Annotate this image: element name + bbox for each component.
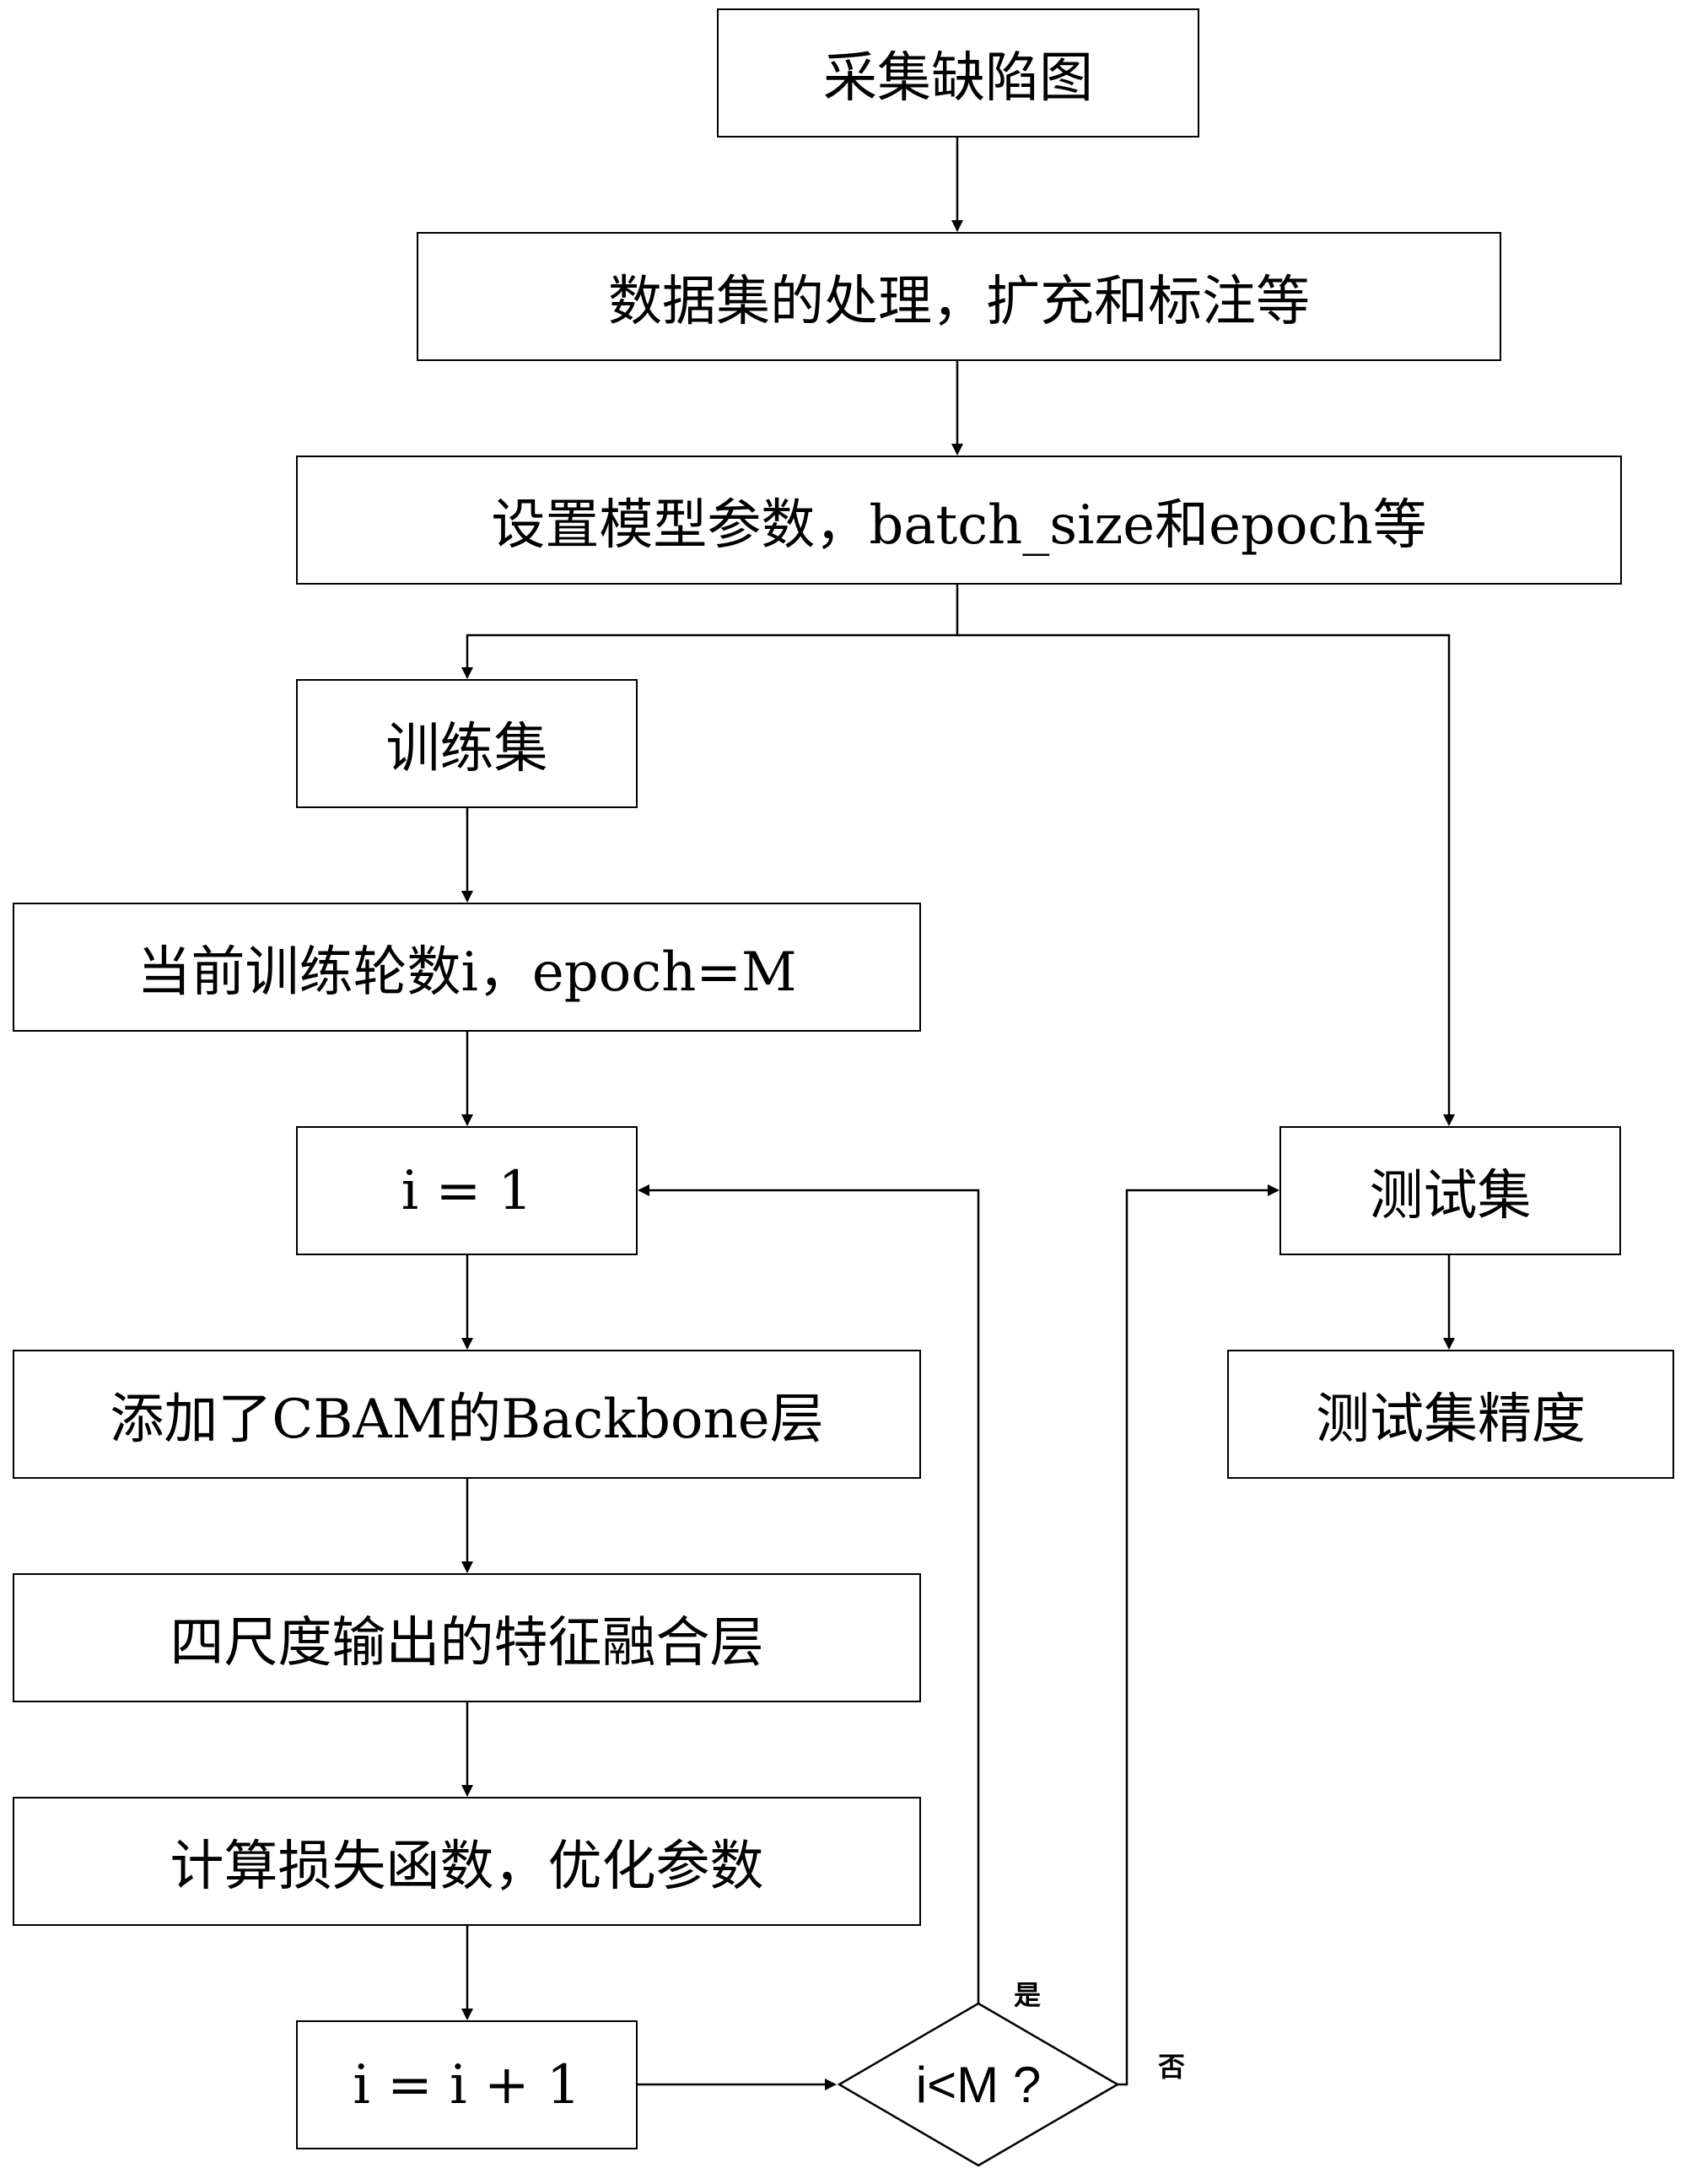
arrow-params-to-train [461,585,959,679]
node-init-i: i = 1 [296,1126,638,1255]
node-dataset-processing: 数据集的处理，扩充和标注等 [417,232,1501,361]
arrow-no-to-test [1118,1184,1279,2086]
node-set-model-params: 设置模型参数，batch_size和epoch等 [296,456,1622,585]
decision-label: i<M ? [915,2056,1042,2113]
decision-diamond-shape [837,2002,1120,2167]
arrow-yes-to-init [638,1184,980,2003]
branch-label-yes: 是 [1014,1979,1042,2011]
node-current-epoch: 当前训练轮数i，epoch=M [13,903,921,1032]
branch-label-no: 否 [1158,2051,1186,2083]
node-backbone-cbam: 添加了CBAM的Backbone层 [13,1350,921,1479]
arrow-params-to-test [957,634,1455,1126]
node-training-set: 训练集 [296,679,638,808]
node-feature-fusion: 四尺度输出的特征融合层 [13,1573,921,1702]
node-test-accuracy: 测试集精度 [1227,1350,1674,1479]
node-compute-loss: 计算损失函数，优化参数 [13,1797,921,1926]
node-test-set: 测试集 [1279,1126,1621,1255]
node-collect-defect-images: 采集缺陷图 [717,8,1199,138]
node-increment-i: i = i + 1 [296,2020,638,2149]
